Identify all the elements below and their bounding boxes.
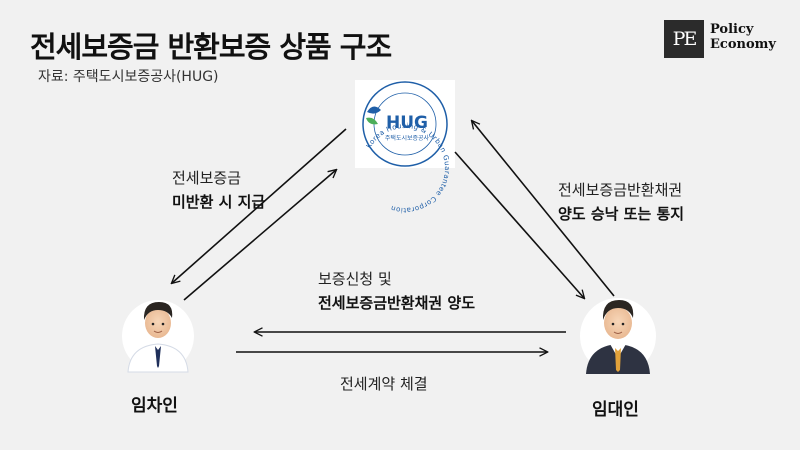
hug-outer-ring xyxy=(362,81,448,167)
arrow-tenant-to-hug xyxy=(183,170,336,301)
landlord-eye-left xyxy=(611,322,615,326)
hug-emblem: HUG 주택도시보증공사 Korea Housing & Urban Guara… xyxy=(355,80,455,214)
label-hug-to-landlord: 전세보증금반환채권 양도 승낙 또는 통지 xyxy=(558,178,684,226)
tenant-eye-right xyxy=(161,322,165,326)
landlord-avatar xyxy=(580,298,656,374)
policy-economy-logo: PE Policy Economy xyxy=(664,20,784,60)
landlord-tie-icon xyxy=(615,348,621,372)
hug-text: HUG xyxy=(386,113,428,133)
logo-line-1: Policy xyxy=(710,22,754,37)
hug-subtext: 주택도시보증공사 xyxy=(385,134,430,142)
node-landlord-name: 임대인 xyxy=(592,400,639,420)
landlord-mouth xyxy=(613,331,623,334)
arrow-hug-to-tenant xyxy=(172,128,347,283)
source-note: 자료: 주택도시보증공사(HUG) xyxy=(38,69,219,85)
label-landlord-to-tenant-line1: 보증신청 및 xyxy=(318,270,392,288)
arrow-landlord-to-hug xyxy=(472,121,615,297)
label-tenant-to-landlord-line1: 전세계약 체결 xyxy=(340,375,428,393)
label-hug-to-landlord-line2: 양도 승낙 또는 통지 xyxy=(558,205,685,223)
landlord-hair xyxy=(602,300,634,320)
label-hug-to-tenant: 전세보증금 미반환 시 지급 xyxy=(172,166,265,214)
hug-emblem-bg xyxy=(355,80,455,168)
landlord-eye-right xyxy=(621,322,625,326)
arrow-hug-to-landlord xyxy=(454,151,584,298)
hug-swoosh-icon xyxy=(367,106,381,114)
hug-leaf-icon xyxy=(366,117,378,125)
landlord-face xyxy=(604,307,632,339)
tenant-mouth xyxy=(153,330,163,333)
node-tenant-name: 임차인 xyxy=(131,396,178,416)
logo-line-2: Economy xyxy=(710,37,776,52)
tenant-face xyxy=(145,308,171,338)
tenant-hair xyxy=(143,302,173,320)
label-hug-to-tenant-line1: 전세보증금 xyxy=(172,169,242,187)
page-title: 전세보증금 반환보증 상품 구조 xyxy=(30,30,392,64)
tenant-avatar xyxy=(122,300,194,373)
label-landlord-to-tenant: 보증신청 및 전세보증금반환채권 양도 xyxy=(318,267,475,315)
logo-mark: PE xyxy=(664,20,704,58)
label-tenant-to-landlord: 전세계약 체결 xyxy=(340,372,428,396)
label-hug-to-landlord-line1: 전세보증금반환채권 xyxy=(558,181,683,199)
label-hug-to-tenant-line2: 미반환 시 지급 xyxy=(172,193,266,211)
label-landlord-to-tenant-line2: 전세보증금반환채권 양도 xyxy=(318,294,476,312)
tenant-tie-icon xyxy=(155,346,161,368)
logo-wordmark: Policy Economy xyxy=(710,22,776,52)
tenant-eye-left xyxy=(151,322,155,326)
